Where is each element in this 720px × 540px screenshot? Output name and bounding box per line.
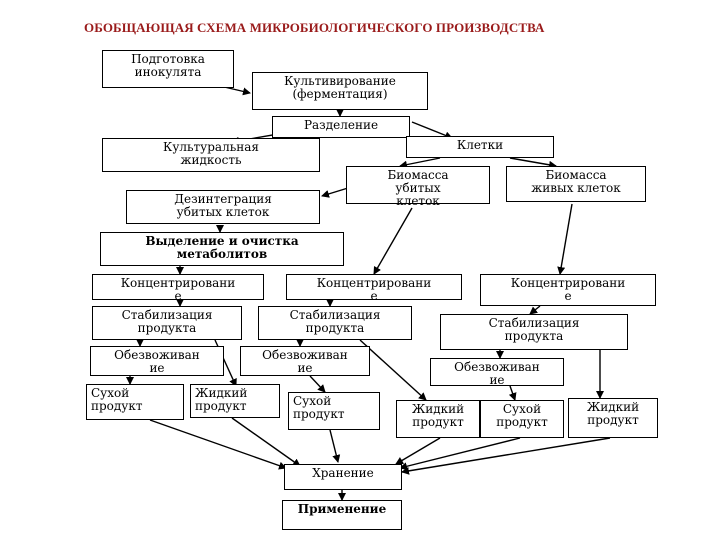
node-concentration-2: Концентрировани е	[286, 274, 462, 303]
arrow-liquid3-storage	[401, 437, 611, 475]
node-dry-product-1: Сухой продукт	[86, 384, 184, 420]
arrow-dead-conc2	[373, 207, 413, 275]
node-liquid-product-1: Жидкий продукт	[190, 384, 280, 418]
node-concentration-1: Концентрировани е	[92, 274, 264, 303]
node-concentration-3: Концентрировани е	[480, 274, 656, 306]
node-application: Применение	[282, 500, 402, 530]
arrow-conc3-stab3	[529, 305, 541, 315]
arrow-dehyd2-dry2	[309, 375, 326, 393]
arrow-cells-live	[509, 157, 557, 169]
node-inoculum: Подготовка инокулята	[102, 50, 234, 88]
arrow-dry2-storage	[329, 429, 341, 463]
node-stabilization-3: Стабилизация продукта	[440, 314, 628, 350]
node-stabilization-1: Стабилизация продукта	[92, 306, 242, 340]
arrow-dry3-storage	[399, 437, 521, 471]
node-dehydration-3: Обезвоживан ие	[430, 358, 564, 387]
arrow-liquid1-storage	[231, 417, 301, 467]
diagram-title: ОБОБЩАЮЩАЯ СХЕМА МИКРОБИОЛОГИЧЕСКОГО ПРО…	[84, 20, 545, 35]
node-stabilization-2: Стабилизация продукта	[258, 306, 412, 340]
arrow-cells-dead	[399, 157, 441, 169]
arrow-separation-cells	[411, 121, 453, 140]
node-dead-biomass: Биомасса убитых клеток	[346, 166, 490, 208]
arrow-live-conc3	[557, 203, 573, 275]
arrow-dead-disintegration	[321, 187, 349, 198]
arrow-liquid2-storage	[395, 437, 441, 465]
node-disintegration: Дезинтеграция убитых клеток	[126, 190, 320, 224]
node-liquid-product-2: Жидкий продукт	[396, 400, 480, 438]
node-dry-product-3: Сухой продукт	[480, 400, 564, 438]
node-separation: Разделение	[272, 116, 410, 138]
arrow-stab2-liquid2	[359, 339, 427, 401]
node-dehydration-2: Обезвоживан ие	[240, 346, 370, 376]
node-culture-liquid: Культуральная жидкость	[102, 138, 320, 172]
node-cultivation: Культивирование (ферментация)	[252, 72, 428, 110]
node-storage: Хранение	[284, 464, 402, 490]
arrow-dry1-storage	[149, 419, 287, 470]
node-cells: Клетки	[406, 136, 554, 158]
node-dry-product-2: Сухой продукт	[288, 392, 380, 430]
arrow-dehyd3-dry3	[508, 385, 517, 401]
node-liquid-product-3: Жидкий продукт	[568, 398, 658, 438]
node-dehydration-1: Обезвоживан ие	[90, 346, 224, 376]
node-live-biomass: Биомасса живых клеток	[506, 166, 646, 202]
node-metabolites: Выделение и очистка метаболитов	[100, 232, 344, 266]
